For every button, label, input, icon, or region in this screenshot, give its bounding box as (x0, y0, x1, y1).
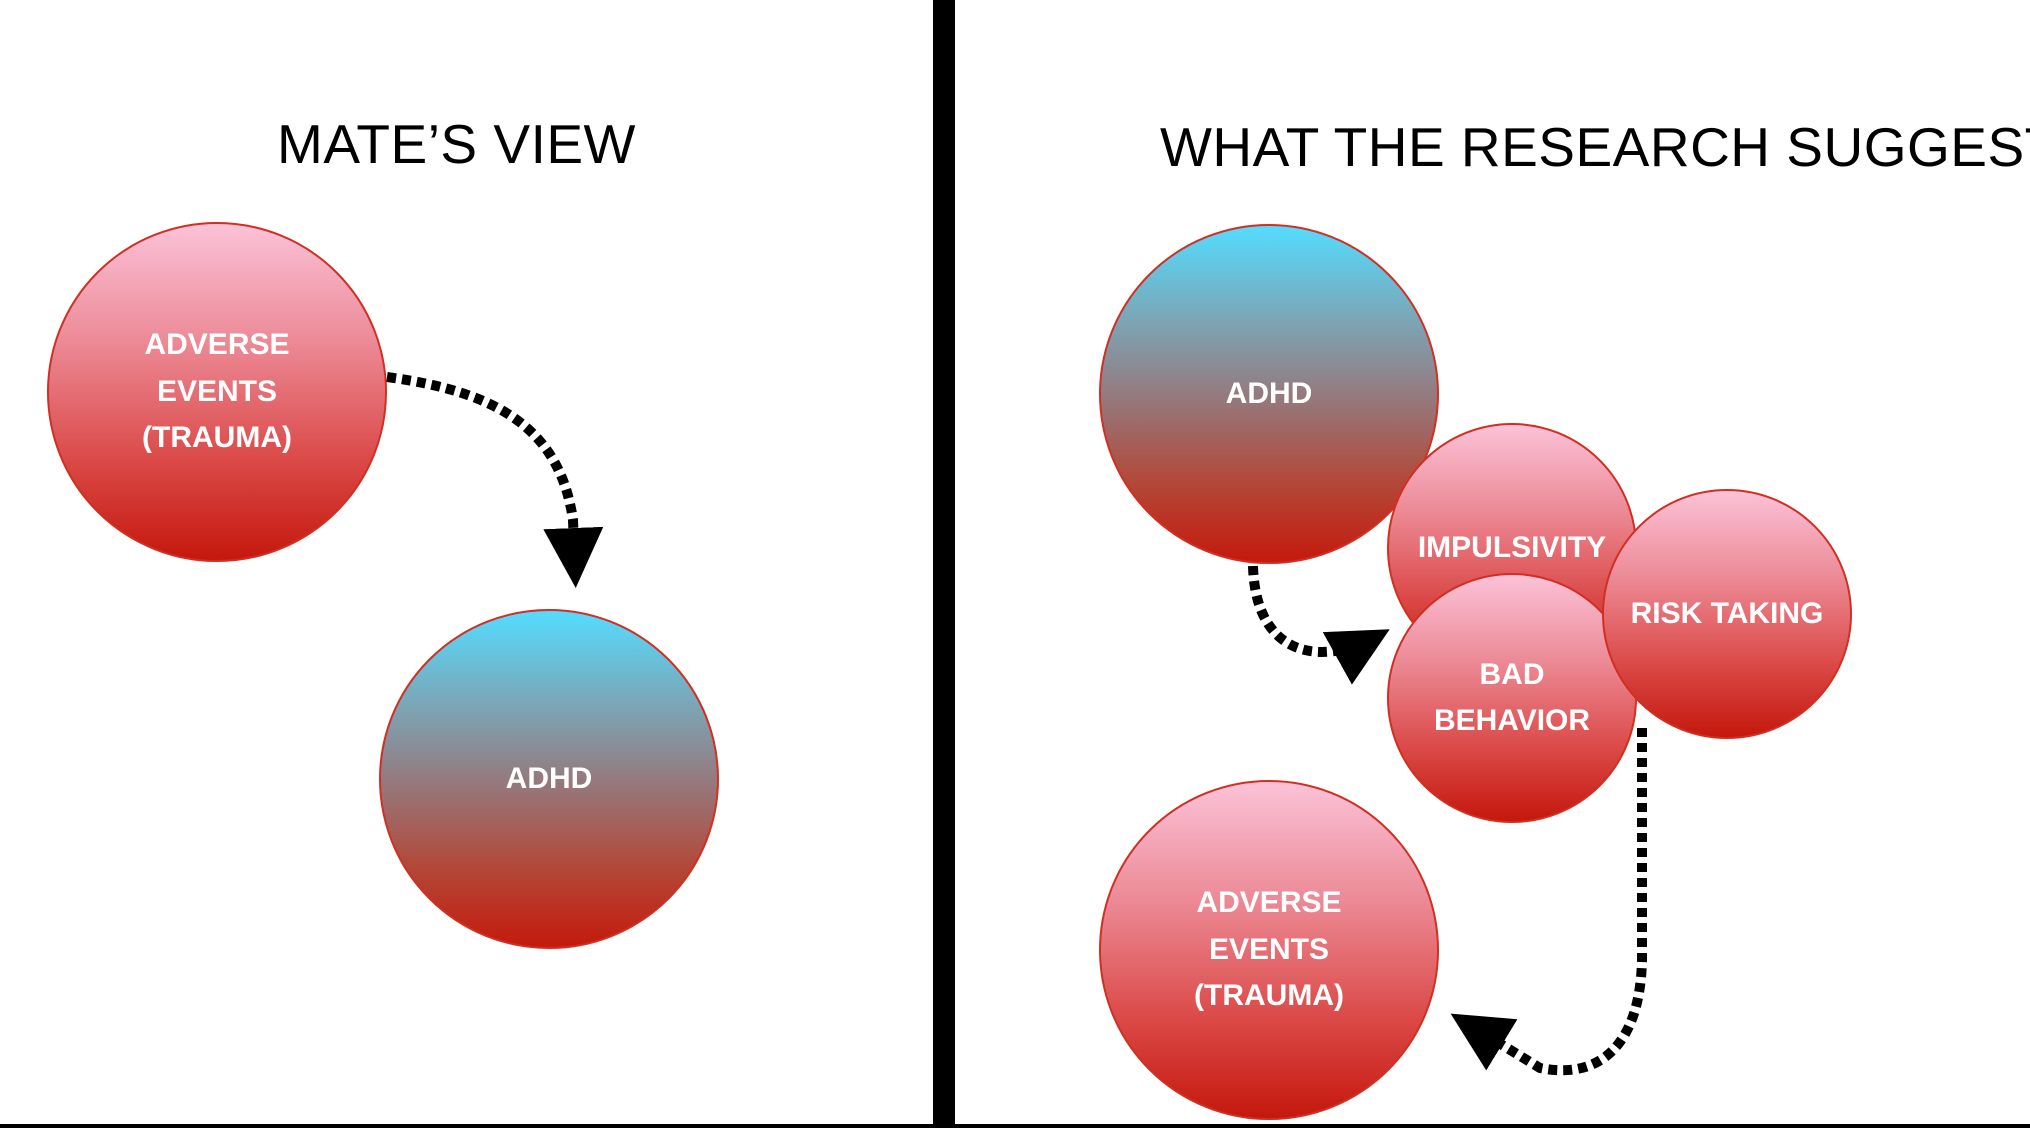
node-adverse-events-right: ADVERSE EVENTS (TRAUMA) (1099, 780, 1439, 1120)
arrow-trauma-to-adhd (386, 372, 604, 588)
node-label: ADVERSE EVENTS (TRAUMA) (1194, 886, 1344, 1013)
panel-divider (933, 0, 955, 1128)
node-label: ADHD (505, 761, 593, 795)
arrow-risk-to-trauma (1450, 728, 1647, 1076)
node-label: RISK TAKING (1630, 596, 1824, 630)
node-label: ADHD (1225, 376, 1313, 410)
right-panel-title: WHAT THE RESEARCH SUGGESTS (1160, 116, 2030, 178)
node-adhd-right: ADHD (1099, 224, 1439, 564)
node-adverse-events-left: ADVERSE EVENTS (TRAUMA) (47, 222, 387, 562)
bottom-rule (0, 1124, 2030, 1128)
node-label: BAD BEHAVIOR (1433, 657, 1591, 738)
node-risk-taking: RISK TAKING (1602, 489, 1852, 739)
node-adhd-left: ADHD (379, 609, 719, 949)
node-bad-behavior: BAD BEHAVIOR (1387, 573, 1637, 823)
left-panel-title: MATE’S VIEW (277, 113, 636, 175)
node-label: ADVERSE EVENTS (TRAUMA) (142, 328, 292, 455)
node-label: IMPULSIVITY (1417, 530, 1607, 564)
arrow-adhd-to-bad-behavior (1248, 565, 1390, 685)
